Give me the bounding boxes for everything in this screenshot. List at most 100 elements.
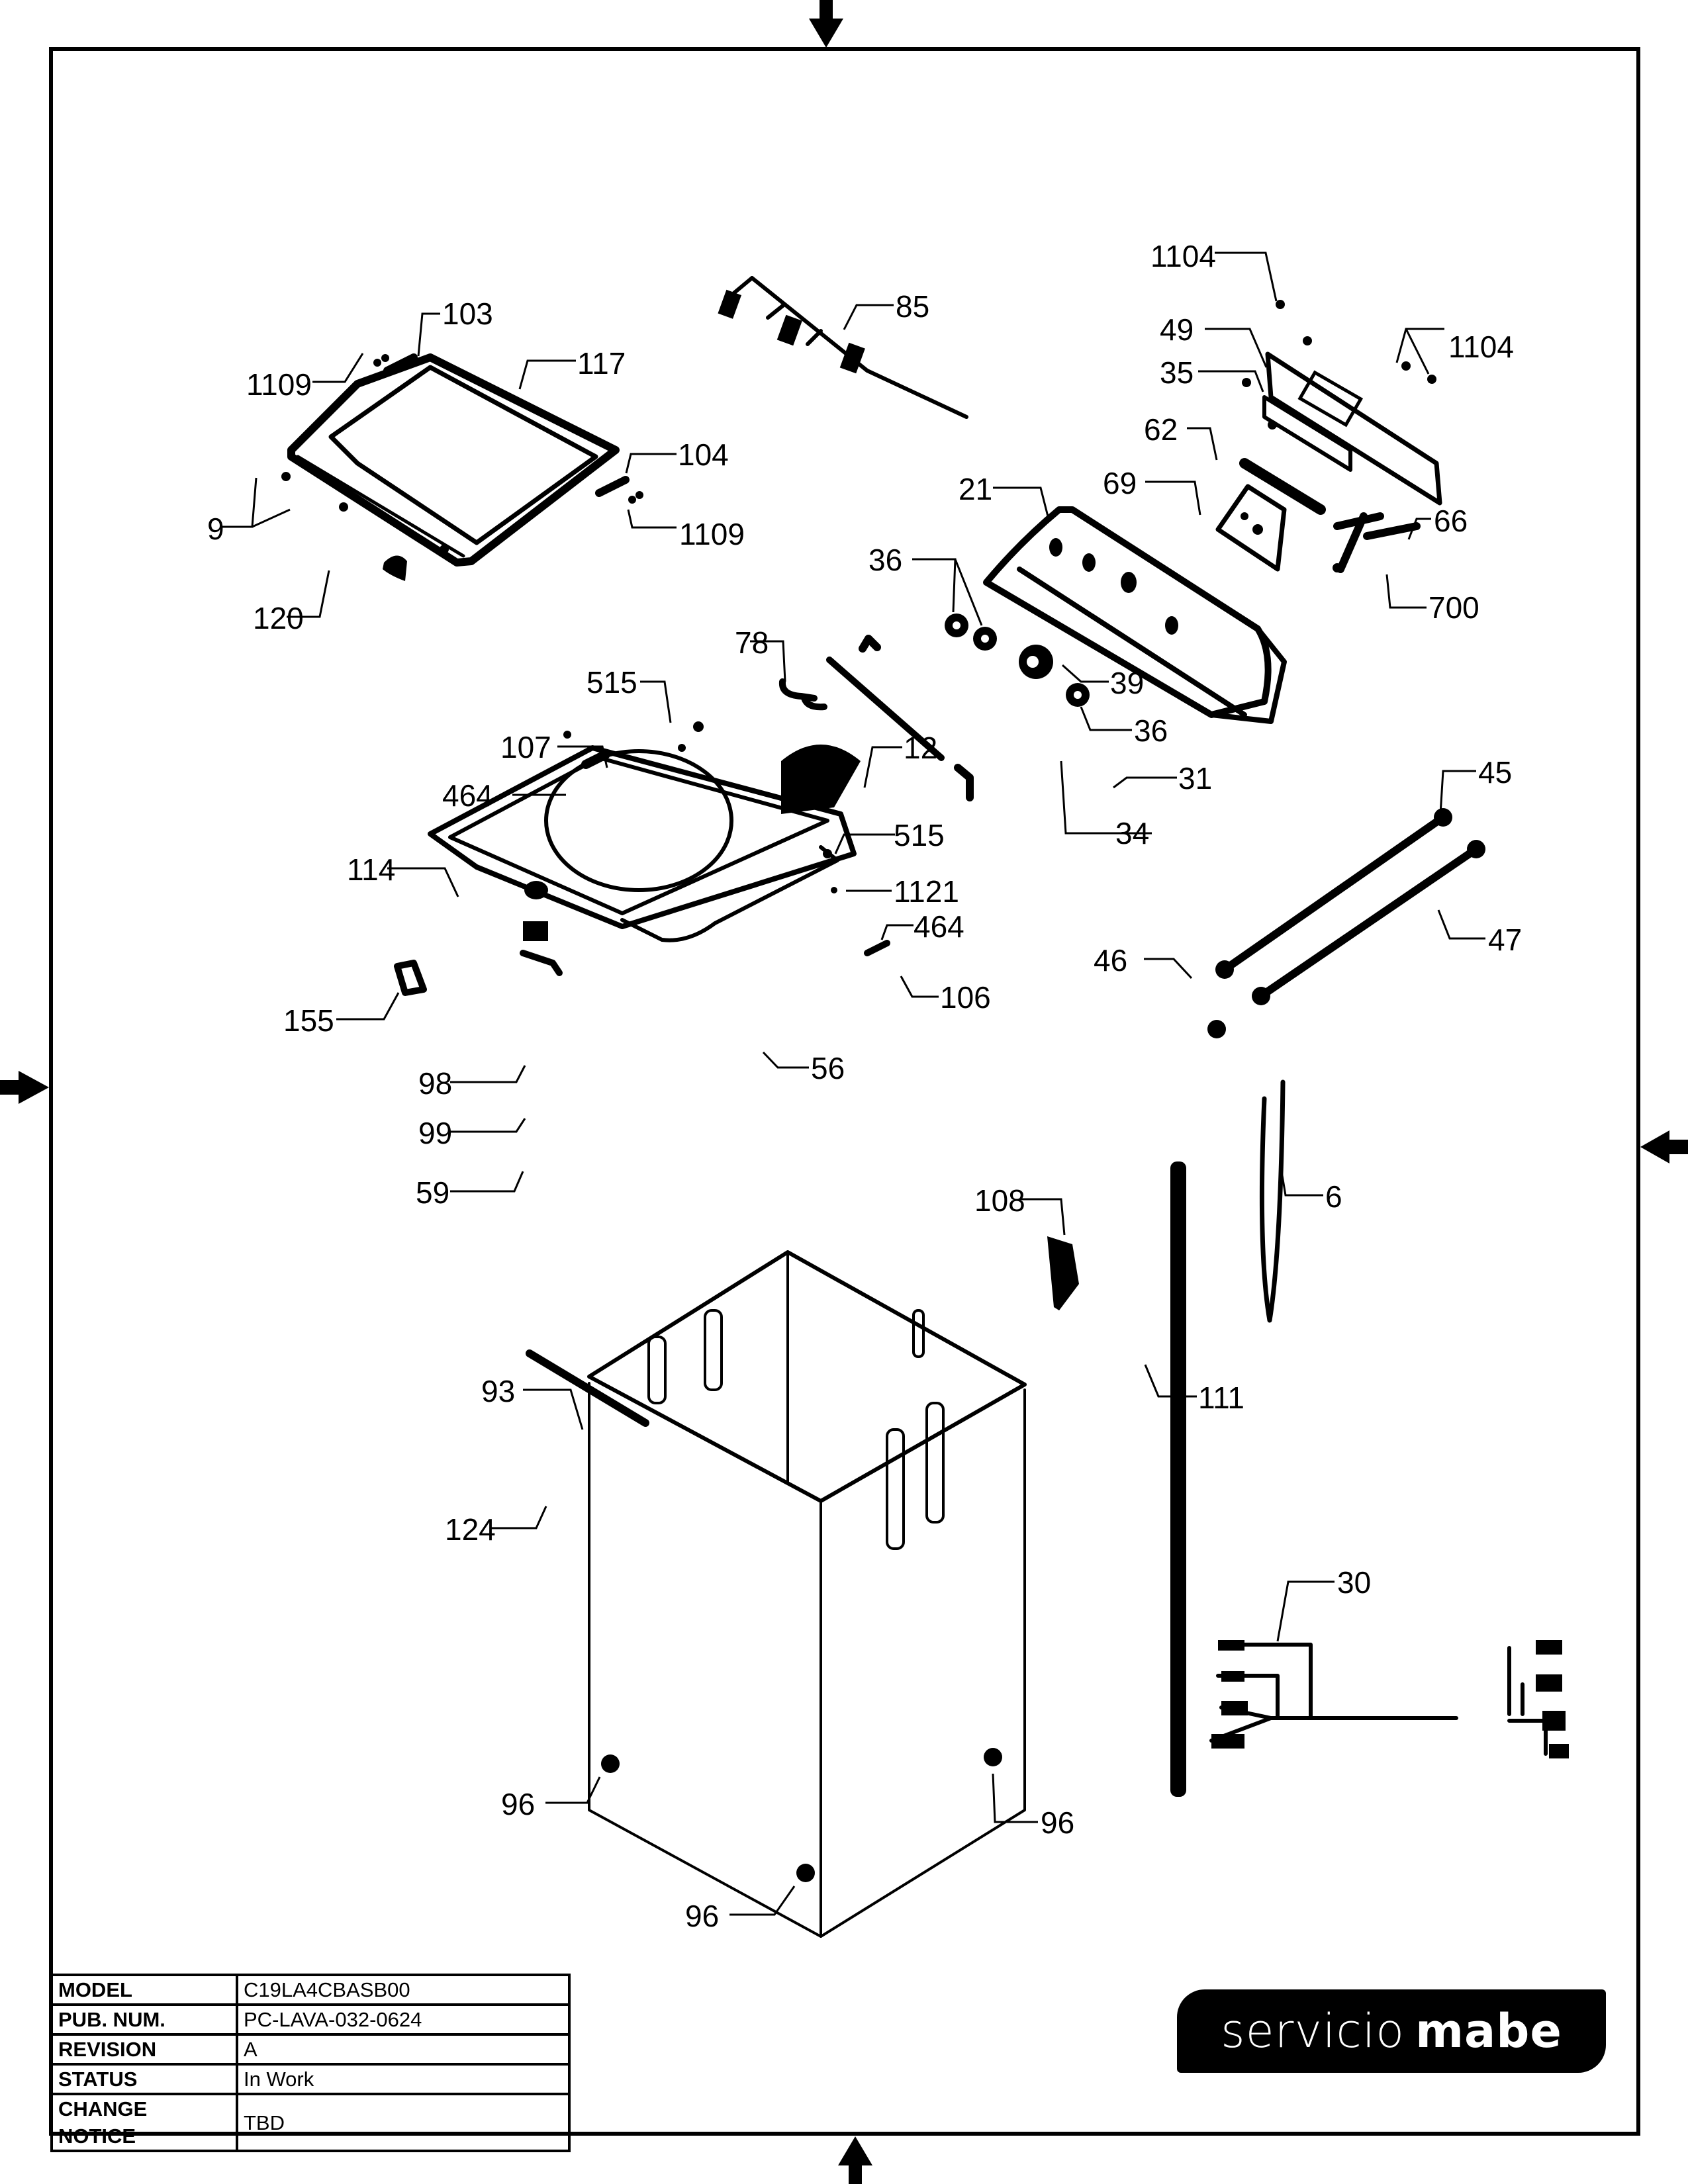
label-107: 107 [500,730,608,768]
svg-text:1121: 1121 [894,874,959,909]
label-30: 30 [1276,1565,1371,1642]
title-block: MODEL C19LA4CBASB00 PUB. NUM. PC-LAVA-03… [50,1974,571,2152]
label-120: 120 [253,570,330,635]
part-107 [581,750,610,769]
label-464b: 464 [880,909,964,944]
svg-text:114: 114 [347,852,395,887]
part-lid-trim-56 [620,845,839,942]
svg-text:36: 36 [1134,713,1168,748]
part-top-cover-114 [428,745,857,929]
svg-text:515: 515 [894,818,945,852]
part-124 [526,1349,649,1427]
label-21: 21 [959,472,1051,522]
svg-text:98: 98 [418,1066,452,1101]
part-rod-47 [1252,840,1485,1005]
svg-text:108: 108 [974,1183,1025,1218]
svg-text:59: 59 [416,1175,449,1210]
label-36a: 36 [868,543,983,626]
label-104: 104 [625,437,729,474]
svg-text:49: 49 [1160,312,1194,347]
pub-num-key: PUB. NUM. [50,2003,238,2036]
logo-text-servicio: servicio [1221,2004,1405,2058]
part-cabinet-93 [587,1250,1027,1938]
svg-text:96: 96 [685,1899,719,1933]
arrow-left-right-icon [1640,1130,1688,1163]
part-lid-117 [287,353,620,567]
label-49: 49 [1160,312,1268,368]
svg-text:120: 120 [253,601,304,635]
svg-text:12: 12 [904,731,937,765]
model-value: C19LA4CBASB00 [236,1974,571,2006]
label-1104a: 1104 [1150,239,1278,302]
label-111: 111 [1144,1364,1244,1415]
part-board-62 [1239,458,1326,515]
drawing-frame [49,47,1640,2136]
svg-text:515: 515 [586,665,637,700]
part-hinge-104 [595,476,643,504]
part-pipe-111 [1170,1161,1186,1797]
part-foot-96a [601,1754,620,1773]
svg-text:1104: 1104 [1448,330,1514,364]
label-35: 35 [1160,355,1264,392]
label-39: 39 [1062,664,1144,700]
label-36b: 36 [1080,706,1168,748]
logo-text-mabe: mabe [1415,2004,1562,2058]
svg-text:1104: 1104 [1150,239,1216,273]
label-117: 117 [518,346,626,390]
revision-key: REVISION [50,2033,238,2066]
svg-text:106: 106 [940,980,991,1015]
part-knob-36b [973,627,997,651]
svg-text:69: 69 [1103,466,1137,500]
arrow-up-bottom-icon [838,2136,872,2184]
part-59 [520,950,563,976]
label-56: 56 [762,1051,845,1085]
part-108 [1047,1236,1079,1310]
label-96c: 96 [685,1886,796,1933]
part-knob-36c [1066,683,1090,707]
title-row-revision: REVISION A [50,2033,571,2066]
label-9: 9 [207,477,291,546]
label-515b: 515 [834,818,945,854]
svg-text:93: 93 [481,1374,515,1408]
svg-text:34: 34 [1115,816,1149,850]
change-notice-value: TBD [236,2093,571,2152]
label-93: 93 [481,1374,584,1430]
part-screw [440,545,449,554]
label-1121: 1121 [846,874,959,909]
svg-text:103: 103 [442,296,493,331]
part-hose-6 [1259,1079,1286,1323]
svg-text:464: 464 [914,909,964,944]
status-key: STATUS [50,2063,238,2095]
part-hose-78 [778,678,827,711]
part-106 [864,940,890,956]
part-hose-31 [954,764,974,801]
label-12: 12 [863,731,937,788]
change-notice-key: CHANGE NOTICE [50,2093,238,2152]
part-98 [524,881,548,899]
label-106: 106 [900,976,991,1015]
label-6: 6 [1280,1171,1342,1214]
svg-text:45: 45 [1478,755,1512,790]
svg-text:66: 66 [1434,504,1468,538]
label-96b: 96 [992,1773,1074,1840]
servicio-mabe-logo: servicio mabe [1177,1989,1606,2073]
part-rod-45 [1215,808,1452,979]
label-47: 47 [1437,909,1522,957]
part-bracket-66 [1333,512,1421,573]
svg-text:124: 124 [445,1512,496,1547]
svg-text:464: 464 [442,778,493,813]
part-hinge-103 [373,353,418,375]
part-foot-96b [984,1748,1002,1766]
part-46 [1207,1020,1226,1038]
svg-text:62: 62 [1144,412,1178,447]
title-row-model: MODEL C19LA4CBASB00 [50,1974,571,2006]
title-row-status: STATUS In Work [50,2063,571,2095]
svg-text:56: 56 [811,1051,845,1085]
part-valve-12 [781,745,861,814]
label-1104b: 1104 [1395,328,1514,375]
label-59: 59 [416,1171,524,1210]
part-screw-9b [339,502,348,512]
label-46: 46 [1094,943,1193,979]
label-85: 85 [843,289,929,330]
